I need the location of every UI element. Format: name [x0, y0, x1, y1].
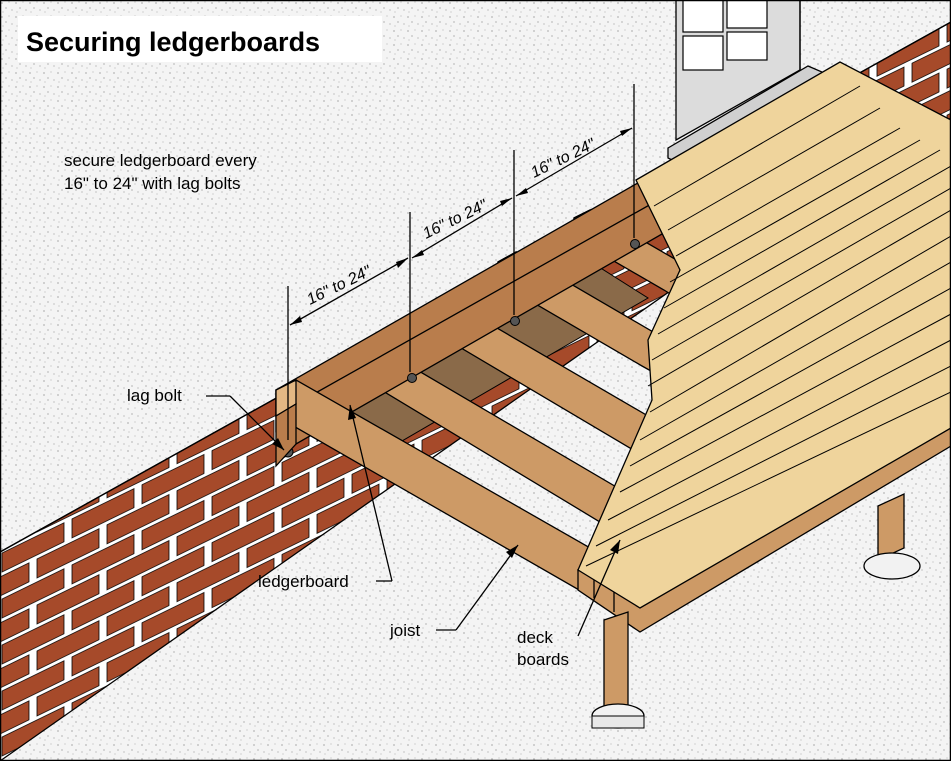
- title-backdrop: [18, 16, 382, 62]
- callout-joist: joist: [389, 621, 421, 640]
- leader-lines: [206, 395, 621, 637]
- callout-deck-line-2: boards: [517, 650, 569, 669]
- callout-deck-line-1: deck: [517, 628, 553, 647]
- callout-lag-bolt: lag bolt: [127, 386, 182, 405]
- deck-surface: [577, 61, 951, 633]
- posts: [591, 492, 921, 729]
- dimension-lines: [287, 84, 635, 440]
- callout-ledgerboard: ledgerboard: [258, 572, 349, 591]
- note-line-2: 16" to 24" with lag bolts: [64, 174, 241, 193]
- title: Securing ledgerboards: [26, 27, 320, 57]
- note-line-1: secure ledgerboard every: [64, 151, 257, 170]
